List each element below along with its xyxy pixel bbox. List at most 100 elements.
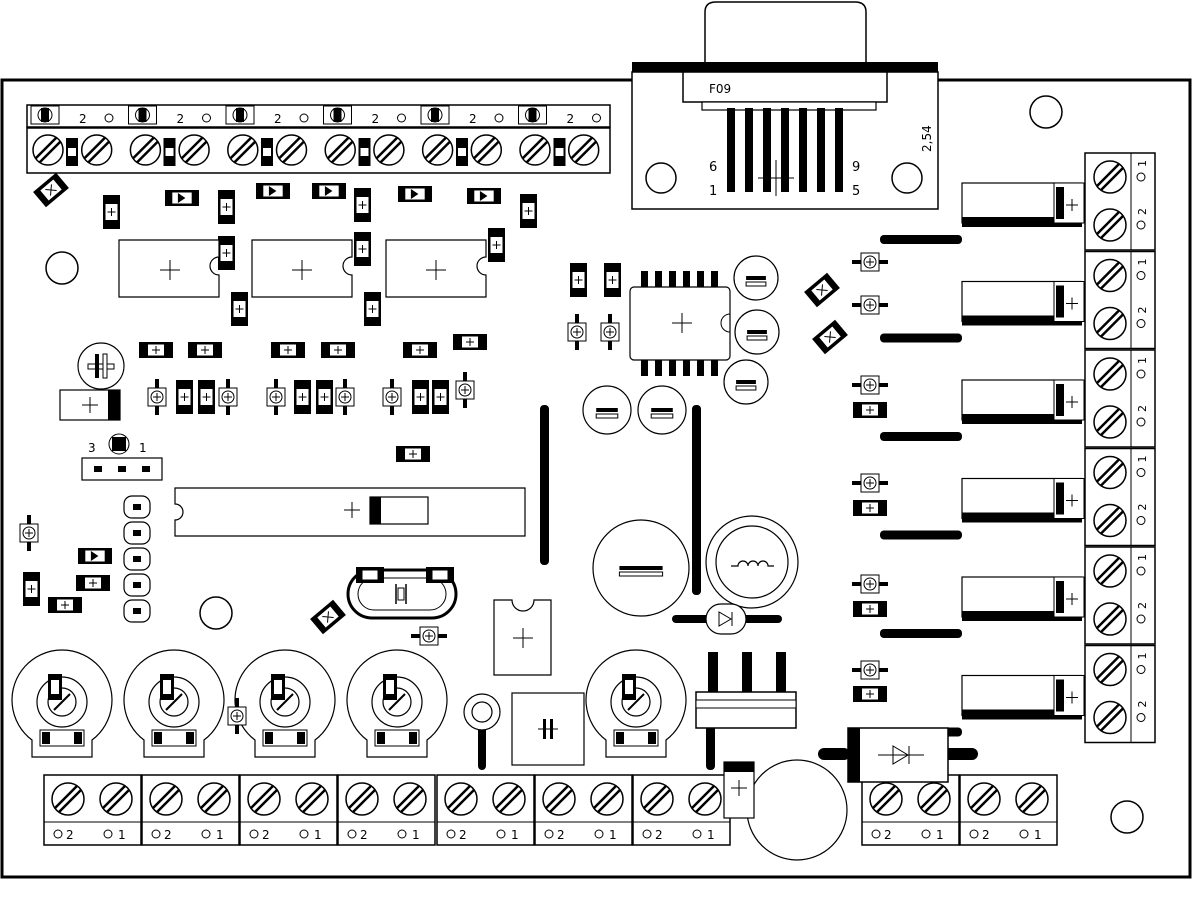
radial-capacitors xyxy=(582,255,780,617)
screw-icon xyxy=(178,134,210,166)
db9-connector xyxy=(631,1,939,210)
smd-resistor xyxy=(520,194,537,228)
smd-resistor xyxy=(139,342,173,358)
smd-resistor xyxy=(488,228,505,262)
sot-transistor xyxy=(411,626,447,646)
led-ring xyxy=(463,693,501,731)
screw-icon xyxy=(567,134,600,166)
sot-transistor xyxy=(852,660,888,680)
smd-resistor xyxy=(853,402,887,418)
screw-icon xyxy=(275,134,308,166)
power-diode xyxy=(818,727,978,783)
connector-pin-9-label: 9 xyxy=(852,160,860,175)
smd-diode xyxy=(312,183,346,199)
sot-transistor xyxy=(600,314,620,350)
screw-icon xyxy=(393,782,427,816)
smd-resistor xyxy=(188,342,222,358)
screw-icon xyxy=(197,782,231,816)
screw-icon xyxy=(99,782,133,816)
long-ic-outline xyxy=(174,487,526,537)
terminal-label-1: 1 xyxy=(314,828,322,842)
right-power-components xyxy=(804,182,1085,737)
screw-icon xyxy=(80,134,113,166)
smd-resistor xyxy=(316,380,333,414)
sot-transistor xyxy=(335,379,355,415)
smd-resistor xyxy=(432,380,449,414)
smd-resistor xyxy=(103,195,120,229)
terminal-label-1: 1 xyxy=(216,828,224,842)
terminal-label-1: 1 xyxy=(936,828,944,842)
sot-transistor xyxy=(218,379,238,415)
screw-icon xyxy=(1093,405,1127,439)
dip-ic-small xyxy=(493,599,552,676)
screw-icon xyxy=(492,782,526,816)
screw-icon xyxy=(1093,208,1127,242)
electrolytic-large-bottom xyxy=(723,759,848,861)
terminal-label-2: 2 xyxy=(360,828,368,842)
screw-icon xyxy=(324,134,356,166)
diode-horizontal xyxy=(672,603,782,635)
top-header-label-2: 2 xyxy=(274,112,282,126)
voltage-regulator xyxy=(695,652,797,729)
terminal-label-1: 1 xyxy=(1136,357,1149,364)
connector-pin-6-label: 6 xyxy=(709,160,717,175)
terminal-label-2: 2 xyxy=(1136,208,1149,215)
sot-transistor xyxy=(227,698,247,734)
terminal-label-2: 2 xyxy=(1136,307,1149,314)
top-header-label-2: 2 xyxy=(469,112,477,126)
screw-icon xyxy=(1093,652,1127,687)
smd-resistor xyxy=(294,380,311,414)
top-header-label-2: 2 xyxy=(177,112,185,126)
sot-transistor xyxy=(852,295,888,315)
sot-transistor xyxy=(852,252,888,272)
terminal-label-2: 2 xyxy=(557,828,565,842)
screw-icon xyxy=(519,134,551,166)
sot-transistor xyxy=(455,372,475,408)
screw-icon xyxy=(688,782,722,816)
terminal-label-2: 2 xyxy=(982,828,990,842)
smd-resistor xyxy=(853,686,887,702)
smd-resistor xyxy=(231,292,248,326)
sot-transistor xyxy=(567,314,587,350)
smd-diode xyxy=(467,188,501,204)
terminal-label-2: 2 xyxy=(655,828,663,842)
smd-diagonal xyxy=(310,599,346,635)
smd-resistor xyxy=(453,334,487,350)
terminal-label-1: 1 xyxy=(707,828,715,842)
terminal-label-1: 1 xyxy=(1136,554,1149,561)
screw-icon xyxy=(444,782,478,816)
smd-resistor xyxy=(354,188,371,222)
smd-resistor xyxy=(218,190,235,224)
crystal-oscillator xyxy=(346,567,458,620)
screw-icon xyxy=(1093,700,1127,735)
top-header-label-2: 2 xyxy=(372,112,380,126)
sot-transistor xyxy=(852,473,888,493)
screw-icon xyxy=(227,134,259,166)
screw-icon xyxy=(1093,258,1127,293)
smd-diode xyxy=(256,183,290,199)
smd-resistor xyxy=(604,263,621,297)
screw-icon xyxy=(129,134,162,166)
smd-resistor xyxy=(76,575,110,591)
screw-icon xyxy=(1093,554,1127,588)
sot-transistor xyxy=(852,375,888,395)
smd-resistor xyxy=(364,292,381,326)
terminal-label-2: 2 xyxy=(459,828,467,842)
smd-resistor xyxy=(412,380,429,414)
screw-icon xyxy=(295,782,329,816)
smd-resistor xyxy=(853,601,887,617)
connector-pin-5-label: 5 xyxy=(852,184,860,199)
screw-icon xyxy=(1015,782,1049,816)
screw-icon xyxy=(542,782,576,816)
top-header-label-2: 2 xyxy=(79,112,87,126)
terminal-label-1: 1 xyxy=(1136,259,1149,266)
screw-icon xyxy=(345,782,379,816)
terminal-label-1: 1 xyxy=(1034,828,1042,842)
smd-diagonal xyxy=(812,319,848,355)
sot-transistor xyxy=(382,379,402,415)
smd-resistor xyxy=(354,232,371,266)
screw-icon xyxy=(470,134,503,166)
